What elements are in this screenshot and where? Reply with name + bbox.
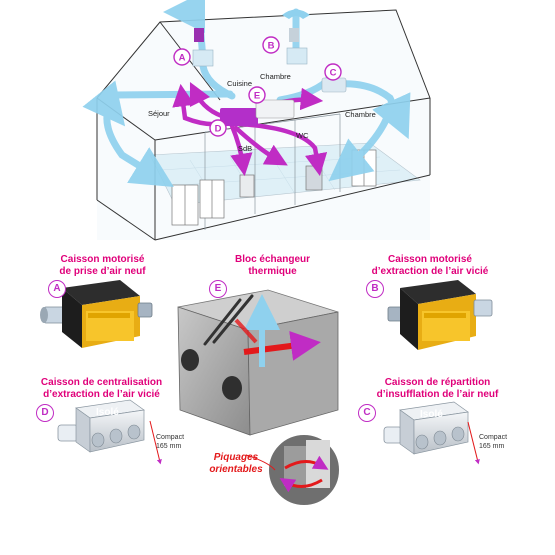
piquages-inset [245,433,341,507]
unit-c-title-line2: d’insufflation de l’air neuf [376,389,499,400]
piquages-label-line2: orientables [209,464,263,475]
exhaust-vane [282,9,310,19]
room-label-wc: WC [296,131,309,140]
unit-d-title-line1: Caisson de centralisation [40,377,163,388]
exchanger-badge: E [209,280,227,298]
house-badge-b: B [262,36,280,54]
unit-c-label: Isolé [420,409,443,420]
unit-c-compact-line2: 165 mm [479,442,505,450]
unit-b-badge: B [366,280,384,298]
fresh-air-intake [163,0,207,64]
unit-d-illustration: Isolé [57,399,162,465]
unit-c-badge: C [358,404,376,422]
exchanger-title-line2: thermique [248,266,297,277]
unit-d-size-arrow [149,420,162,465]
svg-text:C: C [330,68,337,79]
unit-d-title-line2: d’extraction de l’air vicié [43,389,160,400]
unit-a-badge: A [48,280,66,298]
exchanger-title-line1: Bloc échangeur [234,254,311,265]
unit-c-illustration: Isolé [383,401,480,465]
room-label-chambre-top: Chambre [260,72,291,81]
unit-d-compact-line2: 165 mm [156,442,182,450]
unit-c-compact-line1: Compact [479,434,508,441]
unit-b-illustration [387,280,493,350]
house-badge-e: E [248,86,266,104]
unit-d-compact-note: Compact 165 mm [156,434,184,451]
piquages-label: Piquages orientables [196,452,276,476]
unit-b-title-line1: Caisson motorisé [388,254,472,265]
unit-b-title: Caisson motorisé d’extraction de l’air v… [350,254,510,278]
house-badge-c: C [324,63,342,81]
svg-text:A: A [179,53,186,64]
unit-b-title-line2: d’extraction de l’air vicié [371,266,489,277]
svg-text:D: D [215,124,222,135]
unit-c-title-line1: Caisson de répartition [384,377,491,388]
unit-d-badge: D [36,404,54,422]
unit-c-size-arrow [467,421,480,465]
house-badge-a: A [173,48,191,66]
room-label-chambre-right: Chambre [345,110,376,119]
unit-a-title-line1: Caisson motorisé [60,254,145,265]
house-badge-d: D [209,119,227,137]
exchanger-title: Bloc échangeur thermique [200,254,345,278]
house-units [192,28,347,126]
warm-flow-arrow [243,331,321,361]
unit-a-title: Caisson motorisé de prise d’air neuf [30,254,175,278]
svg-text:B: B [268,41,275,52]
svg-text:E: E [254,91,260,102]
room-label-sdb: SdB [238,144,252,153]
unit-a-title-line2: de prise d’air neuf [59,266,146,277]
exchanger-illustration [177,289,339,436]
room-label-sejour: Séjour [148,109,170,118]
house-illustration: Séjour Cuisine Chambre Chambre SdB WC A … [82,0,431,241]
unit-d-compact-line1: Compact [156,434,185,441]
unit-a-illustration [40,280,153,348]
piquages-label-line1: Piquages [213,452,259,463]
unit-d-title: Caisson de centralisation d’extraction d… [24,377,179,401]
unit-c-title: Caisson de répartition d’insufflation de… [355,377,520,401]
stale-extract-sdb [229,123,253,177]
unit-c-compact-note: Compact 165 mm [479,434,507,451]
room-label-cuisine: Cuisine [227,79,252,88]
unit-d-label: Isolé [96,407,119,418]
